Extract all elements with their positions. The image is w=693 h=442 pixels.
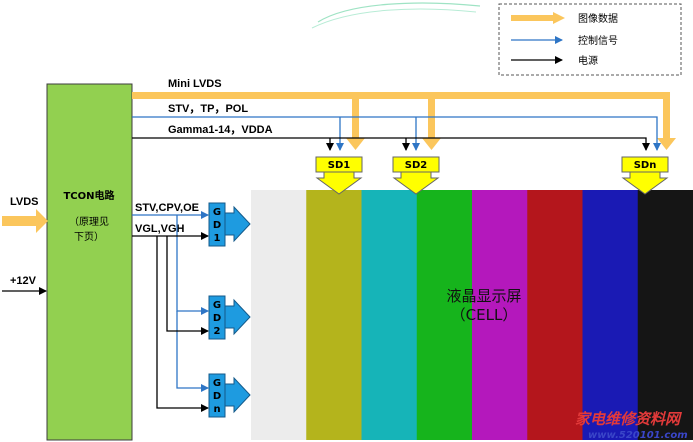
- gd2-char-1: G: [213, 300, 221, 311]
- gdn-char-2: D: [213, 391, 221, 402]
- stv-tp-pol-bus: [132, 116, 661, 151]
- tcon-note-line1: （原理见: [69, 216, 109, 228]
- cell-stripe: [637, 190, 693, 440]
- watermark-title: 家电维修资料网: [575, 410, 683, 428]
- gate-signal-label-1: STV,CPV,OE: [135, 202, 199, 214]
- source-driver-sd1: SD1: [315, 156, 363, 195]
- watermark-url: www.520101.com: [588, 430, 688, 441]
- gate-signal-label-2: VGL,VGH: [135, 223, 185, 235]
- sdn-label: SDn: [634, 160, 657, 171]
- gate-driver-gd2: G D 2: [208, 295, 251, 340]
- lvds-input-arrow: [2, 209, 48, 233]
- mini-lvds-bus: [132, 92, 676, 150]
- cell-stripe: [251, 190, 307, 440]
- decor-swirl-2: [311, 8, 477, 29]
- sd1-label: SD1: [328, 160, 351, 171]
- gd1-char-3: 1: [214, 233, 221, 244]
- source-driver-sdn: SDn: [621, 156, 669, 195]
- cell-label-line1: 液晶显示屏: [446, 287, 521, 305]
- source-driver-sd2: SD2: [392, 156, 440, 195]
- gamma-vdda-label: Gamma1-14，VDDA: [168, 124, 273, 136]
- decor-swirl: [317, 2, 481, 23]
- gdn-char-3: n: [213, 404, 220, 415]
- gd1-char-2: D: [213, 220, 221, 231]
- legend-item-image-data: 图像数据: [511, 12, 618, 25]
- gd2-char-3: 2: [214, 326, 221, 337]
- legend-label-power: 电源: [578, 54, 598, 67]
- legend-label-control: 控制信号: [578, 34, 618, 47]
- cell-label-line2: （CELL）: [451, 306, 518, 324]
- legend-arrow-icon: [553, 12, 565, 24]
- sd2-label: SD2: [405, 160, 428, 171]
- tcon-title: TCON电路: [63, 189, 115, 202]
- gate-driver-gd1: G D 1: [208, 202, 251, 247]
- legend-label-image-data: 图像数据: [578, 12, 618, 25]
- legend-item-power: 电源: [511, 54, 598, 67]
- cell-stripe: [416, 190, 473, 440]
- lvds-label: LVDS: [10, 196, 39, 208]
- tcon-box: [46, 83, 133, 441]
- cell-stripe: [582, 190, 639, 440]
- mini-lvds-label: Mini LVDS: [168, 78, 222, 90]
- gate-power-lines: [132, 232, 209, 412]
- gd1-char-1: G: [213, 207, 221, 218]
- cell-stripe: [527, 190, 584, 440]
- gdn-char-1: G: [213, 378, 221, 389]
- stv-tp-pol-label: STV，TP，POL: [168, 103, 248, 115]
- tcon-note-line2: 下页）: [74, 231, 104, 243]
- gd2-char-2: D: [213, 313, 221, 324]
- gate-control-lines: [132, 211, 209, 392]
- legend-item-control: 控制信号: [511, 34, 618, 47]
- cell-stripe: [472, 190, 528, 440]
- power-label: +12V: [10, 275, 37, 287]
- gamma-vdda-bus: [132, 137, 650, 151]
- cell-stripe: [361, 190, 418, 440]
- cell-stripe: [306, 190, 363, 440]
- gate-driver-gdn: G D n: [208, 373, 251, 418]
- lcd-cell-panel: [251, 190, 693, 440]
